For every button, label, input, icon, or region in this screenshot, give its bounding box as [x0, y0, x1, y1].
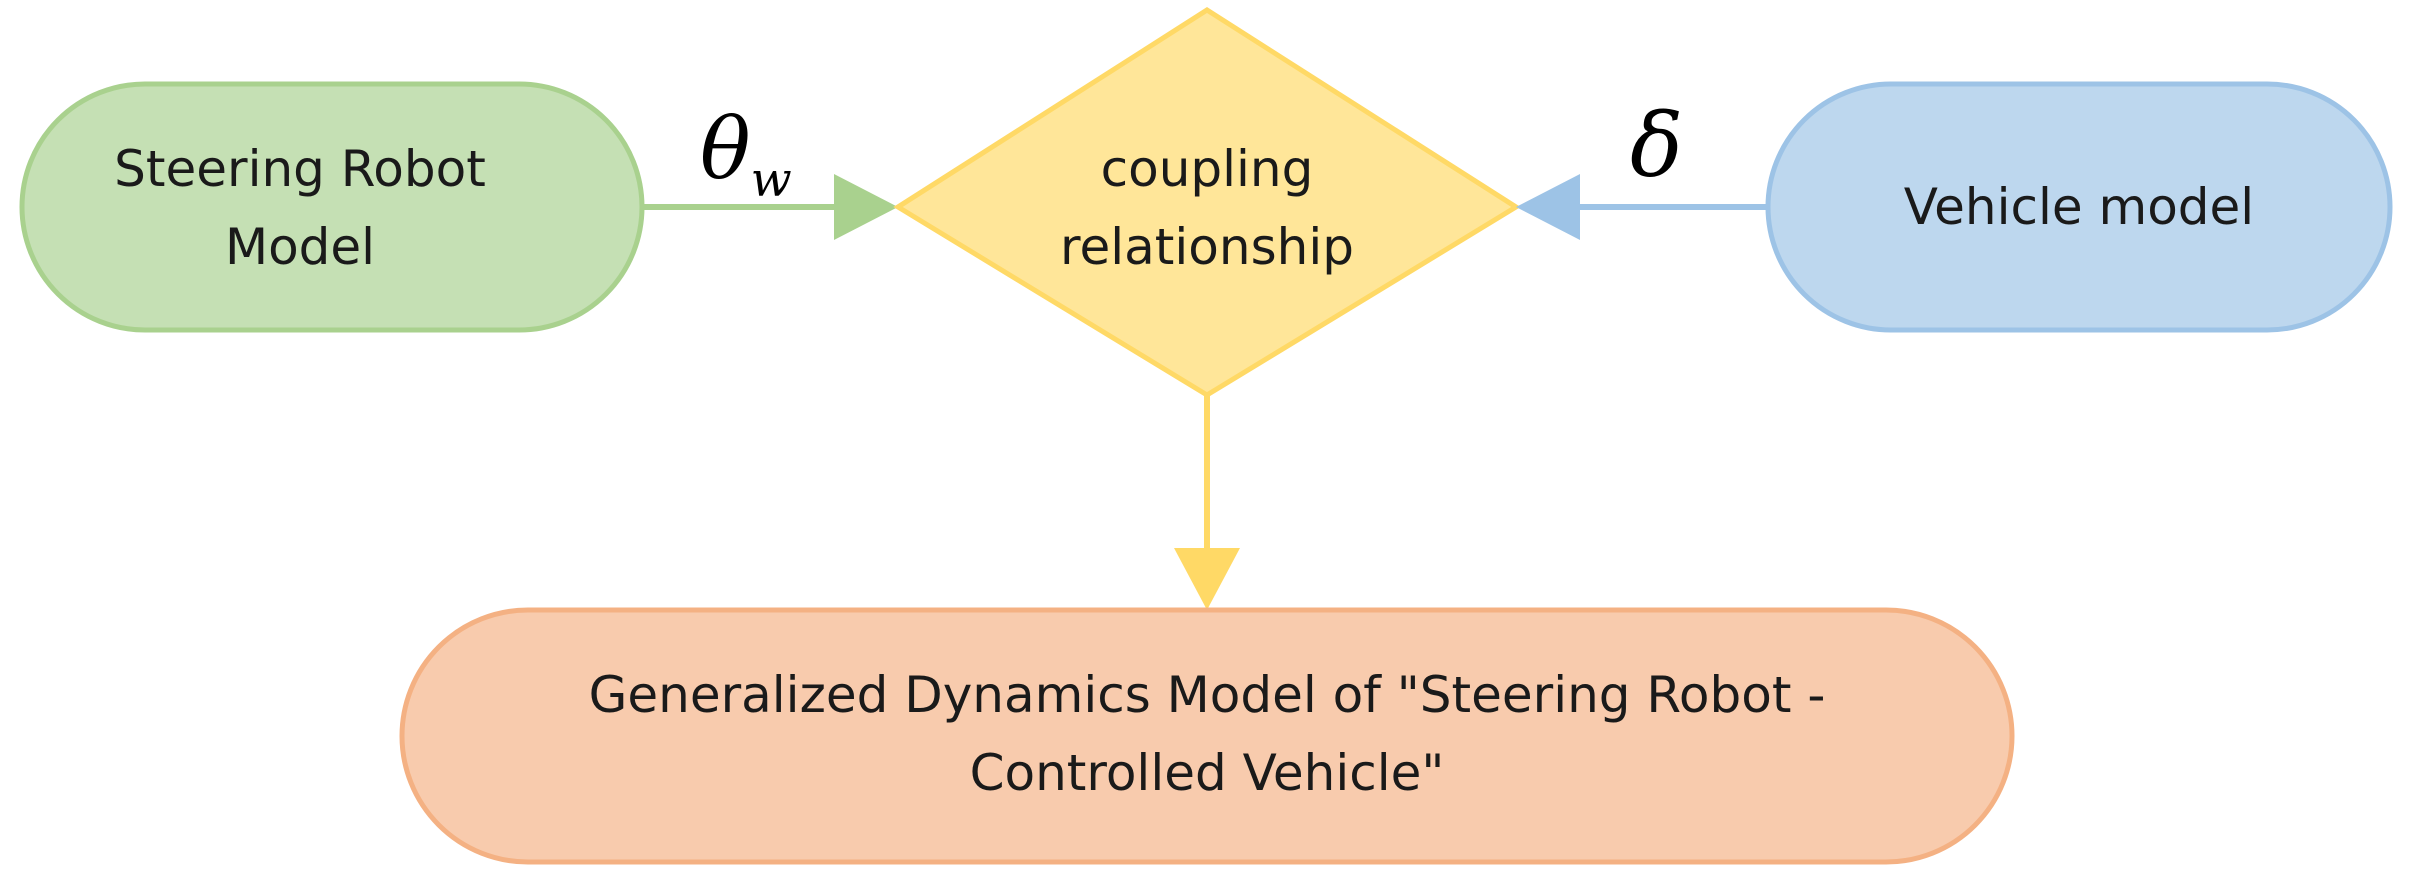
steering-robot-node: Steering Robot Model	[19, 81, 645, 333]
theta-w-edge: θw	[642, 100, 898, 240]
coupling-label-line2: relationship	[1060, 218, 1354, 276]
steering-robot-label-line1: Steering Robot	[114, 140, 486, 198]
steering-robot-label-line2: Model	[225, 218, 375, 276]
coupling-diamond	[893, 7, 1521, 398]
coupling-label-line1: coupling	[1101, 140, 1314, 198]
generalized-model-label-line1: Generalized Dynamics Model of "Steering …	[589, 666, 1826, 724]
theta-subscript: w	[751, 152, 792, 208]
theta-symbol: θ	[700, 100, 751, 198]
vehicle-model-node: Vehicle model	[1765, 81, 2393, 333]
generalized-model-shape	[399, 607, 2015, 865]
theta-w-arrowhead	[834, 174, 898, 240]
generalized-model-label-line2: Controlled Vehicle"	[970, 744, 1445, 802]
output-arrowhead	[1174, 548, 1240, 610]
theta-w-label: θw	[700, 100, 792, 208]
steering-robot-shape	[19, 81, 645, 333]
delta-edge: δ	[1516, 94, 1768, 240]
output-edge	[1174, 395, 1240, 610]
delta-label: δ	[1630, 94, 1683, 197]
vehicle-model-label: Vehicle model	[1904, 178, 2254, 236]
vehicle-model-shape	[1765, 81, 2393, 333]
coupling-node: coupling relationship	[893, 7, 1521, 398]
delta-arrowhead	[1516, 174, 1580, 240]
generalized-model-node: Generalized Dynamics Model of "Steering …	[399, 607, 2015, 865]
